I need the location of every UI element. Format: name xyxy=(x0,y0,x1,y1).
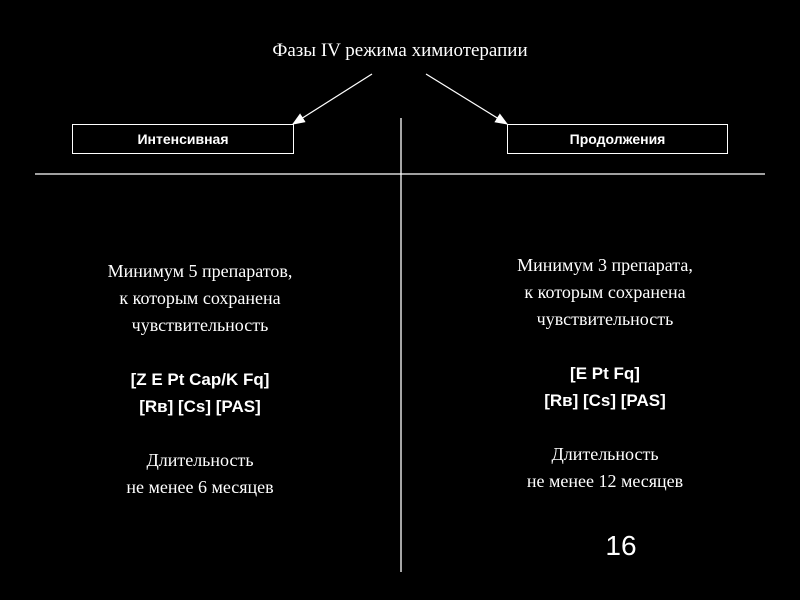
phase-label-intensive: Интенсивная xyxy=(137,131,229,147)
continuation-phase-details: Минимум 3 препарата, к которым сохранена… xyxy=(440,252,770,495)
duration-label: Длительность xyxy=(551,444,659,464)
sensitivity-text: чувствительность xyxy=(536,309,674,329)
drug-list: [E Pt Fq] xyxy=(570,364,640,383)
arrow-to-intensive xyxy=(291,73,373,125)
arrow-to-continuation xyxy=(425,73,509,125)
intensive-phase-details: Минимум 5 препаратов, к которым сохранен… xyxy=(35,258,365,501)
phase-box-intensive: Интенсивная xyxy=(72,124,294,154)
page-number: 16 xyxy=(605,530,637,561)
drug-list: [Rв] [Cs] [PAS] xyxy=(139,397,261,416)
diagram-title: Фазы IV режима химиотерапии xyxy=(272,40,528,61)
duration-value: не менее 6 месяцев xyxy=(126,477,274,497)
sensitivity-text: чувствительность xyxy=(131,315,269,335)
duration-label: Длительность xyxy=(146,450,254,470)
min-drugs-text: Минимум 5 препаратов, xyxy=(107,261,293,281)
phase-label-continuation: Продолжения xyxy=(569,131,666,147)
sensitivity-text: к которым сохранена xyxy=(119,288,281,308)
min-drugs-text: Минимум 3 препарата, xyxy=(517,255,693,275)
sensitivity-text: к которым сохранена xyxy=(524,282,686,302)
drug-list: [Rв] [Cs] [PAS] xyxy=(544,391,666,410)
duration-value: не менее 12 месяцев xyxy=(526,471,684,491)
phase-box-continuation: Продолжения xyxy=(507,124,728,154)
drug-list: [Z E Pt Cap/K Fq] xyxy=(130,370,270,389)
